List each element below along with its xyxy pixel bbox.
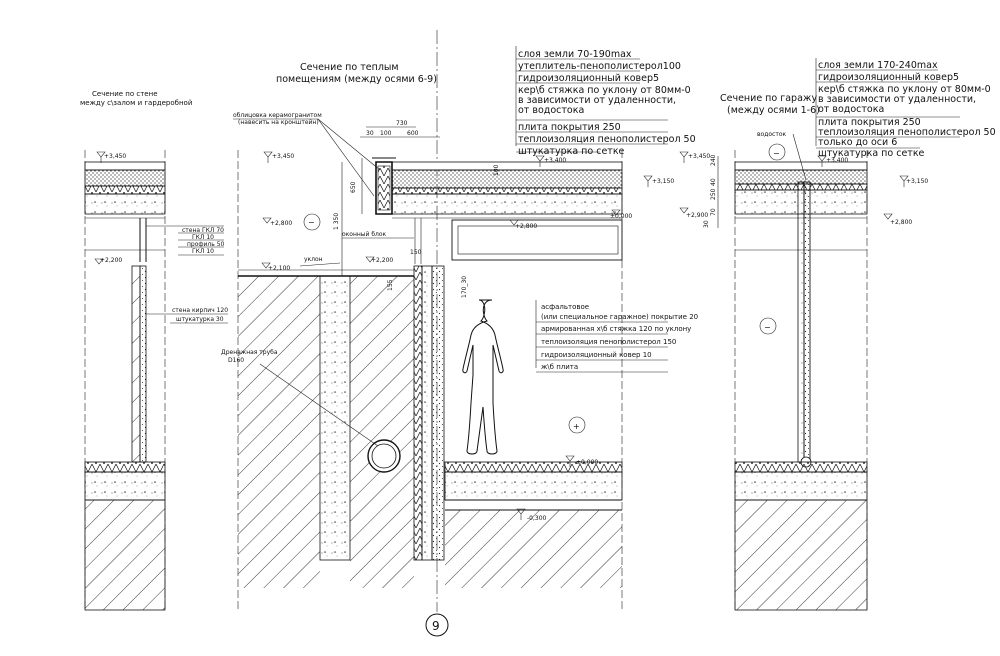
dim-650: 650 [350,181,357,193]
gkl-10-b: ГКЛ 10 [192,248,214,255]
plaster-30-left: штукатурка 30 [176,316,224,323]
floor-layer-asphalt: асфальтовое [541,303,589,311]
roof-c-screed: кер\б стяжка по уклону от 80мм-0 [518,85,691,96]
dim-250: 250 [710,188,717,200]
roof-r-thermal-2: только до оси 6 [818,137,897,148]
title-right-line2: (между осями 1-6) [727,105,820,116]
brick-wall-label: стена кирпич 120 штукатурка 30 [146,307,228,324]
dim-240: 240 [710,154,717,166]
right-detail: водосток − − +3,400 +3,150 +2,800 240 25… [703,131,928,612]
roof-r-slab: плита покрытия 250 [818,117,921,128]
note-drain-pipe-2: D160 [228,357,244,364]
level-m0000-roof: ±0,000 [610,213,632,220]
roof-r-screed-2: в зависимости от удаленности, [818,94,976,105]
level-3400-center: +3,400 [544,157,566,164]
floor-layer-asphalt-note: (или специальное гаражное) покрытие 20 [541,313,698,321]
level-2800-right: +2,800 [890,219,912,226]
dim-600: 600 [407,130,419,137]
gkl-wall-label-table: стена ГКЛ 70 ГКЛ 10 профиль 50 ГКЛ 10 [146,225,225,256]
level-2200-center: +2,200 [371,257,393,264]
level-3400-right: +3,400 [826,157,848,164]
dim-30: 30 [366,130,374,137]
floor-layers-table: асфальтовое (или специальное гаражное) п… [535,300,698,373]
roof-layers-table-right: слоя земли 170-240max гидроизоляционный … [815,58,996,159]
dim-1350: 1 350 [333,213,340,230]
dim-170-30: 170_30 [461,276,468,298]
note-downpipe: водосток [757,131,786,138]
title-left-line2: между с\залом и гардеробной [80,99,192,107]
title-left-line1: Сечение по стене [92,90,158,98]
roof-c-plaster: штукатурка по сетке [518,146,625,157]
note-slope: уклон [304,256,323,263]
dim-100-roof: 100 [493,164,500,176]
level-2100: +2,100 [268,265,290,272]
sign-minus-center: − [308,218,315,227]
roof-r-soil: слоя земли 170-240max [818,60,938,71]
brick-wall-120: стена кирпич 120 [172,307,228,314]
title-right-line1: Сечение по гаражу [720,93,817,104]
roof-r-screed: кер\б стяжка по уклону от 80мм-0 [818,84,991,95]
level-3450-left: +3,450 [104,153,126,160]
level-0000-floor: ±0,000 [576,459,598,466]
note-window-block: оконный блок [342,231,387,238]
roof-c-insulation: утеплитель-пенополистерол100 [518,61,681,72]
center-detail: − + облицовка керамогранитом (навесить н… [221,112,710,612]
dim-150: 150 [410,249,422,256]
dim-40: 40 [710,178,717,186]
titles: Сечение по стене между с\залом и гардеро… [80,62,820,116]
roof-r-screed-3: от водостока [818,104,884,115]
gkl-wall-70: стена ГКЛ 70 [182,227,224,234]
profile-50: профиль 50 [187,241,225,248]
floor-layer-waterproof: гидроизоляционный ковер 10 [541,351,652,359]
roof-c-waterproof: гидроизоляционный ковер5 [518,73,659,84]
dim-100: 100 [380,130,392,137]
level-2800-center-left: +2,800 [270,220,292,227]
roof-r-waterproof: гидроизоляционный ковер5 [818,72,959,83]
roof-c-slab: плита покрытия 250 [518,122,621,133]
level-3450-center: +3,450 [272,153,294,160]
level-3150-right: +3,150 [906,178,928,185]
dim-70: 70 [710,208,717,216]
sign-plus-center: + [573,422,580,431]
level-2800-center-right: +2,800 [515,223,537,230]
dim-155: 155 [387,279,394,291]
floor-layer-slab: ж\б плита [541,363,578,371]
title-center-line1: Сечение по теплым [300,62,399,73]
axis-9-label: 9 [432,619,440,633]
floor-layer-insulation: теплоизоляция пенополистерол 150 [541,338,676,346]
level-2900: +2,900 [686,212,708,219]
roof-c-screed-3: от водостока [518,105,584,116]
note-drain-pipe-1: Дренажная труба [221,349,278,356]
level-3150-center: +3,150 [652,178,674,185]
level-3450-center-right: +3,450 [688,153,710,160]
level-m0300: -0,300 [527,515,547,522]
dim-30-right: 30 [703,220,710,228]
note-cladding-2: (навесить на кронштейн) [238,119,319,126]
floor-layer-screed: армированная х\б стяжка 120 по уклону [541,325,691,333]
gkl-10-a: ГКЛ 10 [192,234,214,241]
dim-730: 730 [396,120,408,127]
title-center-line2: помещениям (между осями 6-9) [276,74,437,85]
roof-layers-table-center: слоя земли 70-190max утеплитель-пенополи… [515,46,696,157]
left-detail: +3,450 +2,200 стена ГКЛ 70 ГКЛ 10 профил… [84,150,228,612]
note-cladding-1: облицовка керамогранитом [233,112,322,119]
roof-c-screed-2: в зависимости от удаленности, [518,95,676,106]
roof-r-plaster: штукатурка по сетке [818,148,925,159]
roof-c-soil: слоя земли 70-190max [518,49,632,60]
sign-minus-right-mid: − [764,323,771,332]
level-2200-left: +2,200 [100,257,122,264]
roof-r-thermal: теплоизоляция пенополистерол 50 [818,127,996,138]
sign-minus-right-top: − [773,149,780,158]
person-silhouette [462,299,504,455]
roof-c-thermal: теплоизоляция пенополистерол 50 [518,134,696,145]
